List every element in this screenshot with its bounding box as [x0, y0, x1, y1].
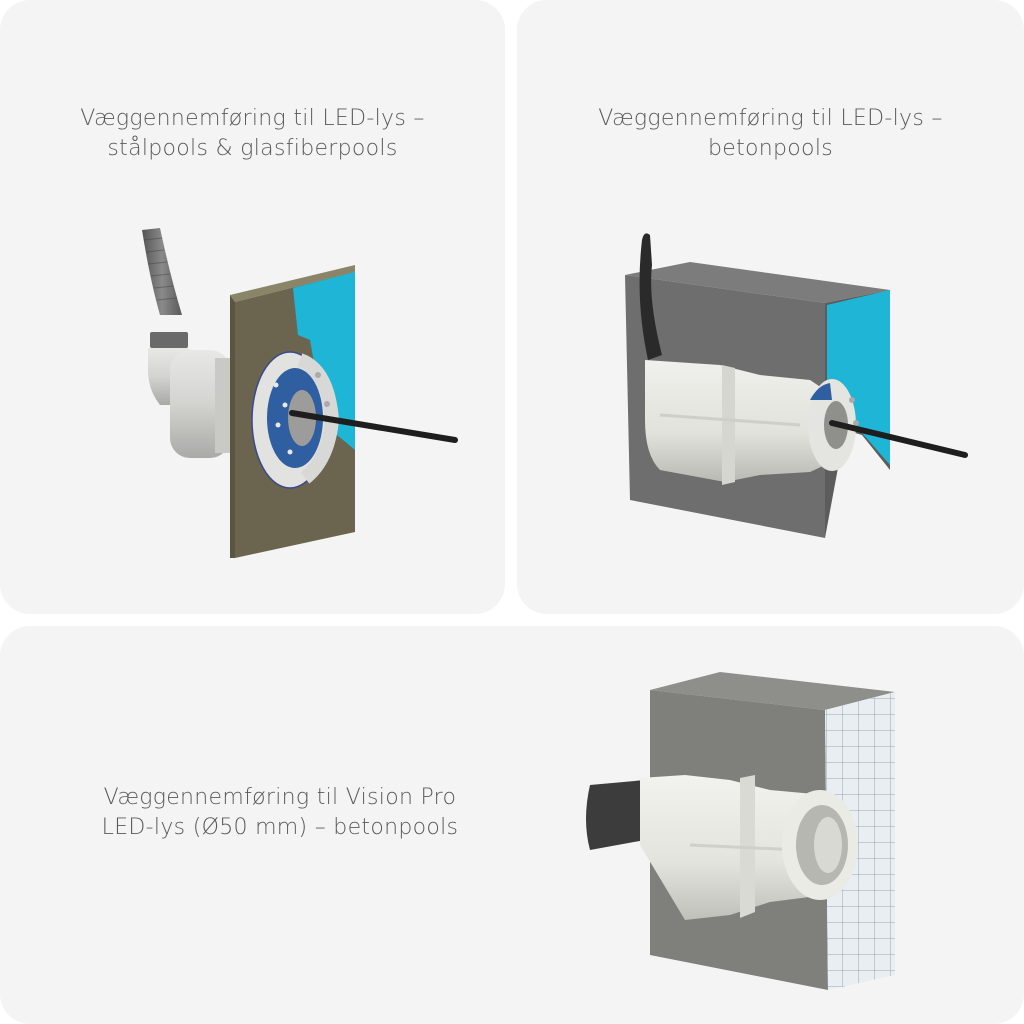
- product-card-vision-pro[interactable]: Væggennemføring til Vision Pro LED-lys (…: [0, 626, 1024, 1024]
- wall-feedthrough-vision-pro-icon: [586, 672, 895, 990]
- wall-feedthrough-concrete-icon: [625, 233, 968, 538]
- product-title: Væggennemføring til Vision Pro LED-lys (…: [101, 785, 459, 840]
- product-card-concrete[interactable]: Væggennemføring til LED-lys – betonpools: [517, 0, 1024, 614]
- wall-feedthrough-steel-fiberglass-icon: [142, 228, 458, 558]
- product-title: Væggennemføring til LED-lys – betonpools: [598, 106, 943, 161]
- product-card-steel-fiberglass[interactable]: Væggennemføring til LED-lys – stålpools …: [0, 0, 505, 614]
- product-title: Væggennemføring til LED-lys – stålpools …: [80, 106, 425, 161]
